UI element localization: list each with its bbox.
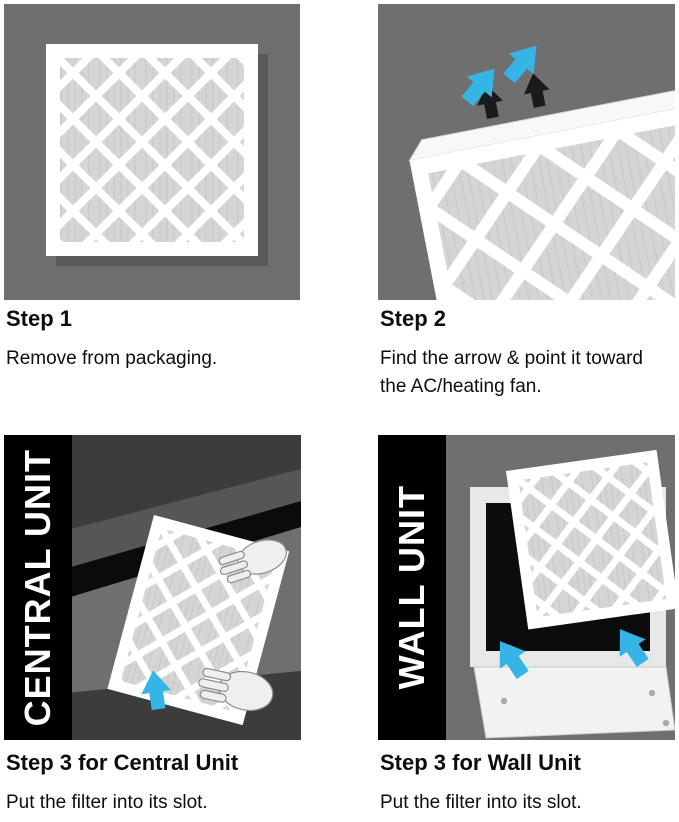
banner-label: CENTRAL UNIT <box>17 448 58 727</box>
step1-illustration-panel <box>4 4 300 300</box>
unit-duct <box>64 435 301 531</box>
step2-illustration-panel <box>378 4 675 300</box>
blue-insert-arrow-icon <box>619 629 649 667</box>
air-filter <box>506 449 675 630</box>
step3-central-illustration-panel: CENTRAL UNIT <box>4 435 301 740</box>
step3-wall-caption: Step 3 for Wall Unit Put the filter into… <box>380 750 679 817</box>
blue-insert-arrow-icon <box>499 641 529 679</box>
step-body: Put the filter into its slot. <box>380 792 582 813</box>
filter-media <box>428 122 675 300</box>
step1-caption: Step 1 Remove from packaging. <box>6 306 356 373</box>
step-body: Remove from packaging. <box>6 348 218 369</box>
step2-caption: Step 2 Find the arrow & point it toward … <box>380 306 652 400</box>
step3-wall-illustration-panel: WALL UNIT <box>378 435 675 740</box>
step3-central-caption: Step 3 for Central Unit Put the filter i… <box>6 750 356 817</box>
filter-arrow-illustration <box>378 4 675 300</box>
central-unit-illustration <box>4 435 301 740</box>
vent-door <box>473 666 675 739</box>
step-title: Step 1 <box>6 306 73 331</box>
step-title: Step 3 for Wall Unit <box>380 750 581 775</box>
black-airflow-arrow-icon <box>523 73 550 108</box>
step-body: Put the filter into its slot. <box>6 792 208 813</box>
step-body: Find the arrow & point it toward the AC/… <box>380 348 643 397</box>
step-title: Step 3 for Central Unit <box>6 750 239 775</box>
unit-face <box>64 469 301 569</box>
central-unit-banner: CENTRAL UNIT <box>4 435 72 740</box>
air-filter <box>46 44 258 256</box>
blue-direction-arrow-icon <box>503 45 537 84</box>
hand-illustration <box>198 539 287 712</box>
filter-media <box>518 462 667 618</box>
air-filter <box>408 73 675 300</box>
step-title: Step 2 <box>380 306 447 331</box>
filter-media <box>60 58 244 242</box>
blue-insert-arrow-icon <box>141 670 171 711</box>
blue-direction-arrow-icon <box>461 68 495 107</box>
wall-unit-banner: WALL UNIT <box>378 435 446 740</box>
filter-front-illustration <box>4 4 300 300</box>
banner-label: WALL UNIT <box>391 485 432 690</box>
